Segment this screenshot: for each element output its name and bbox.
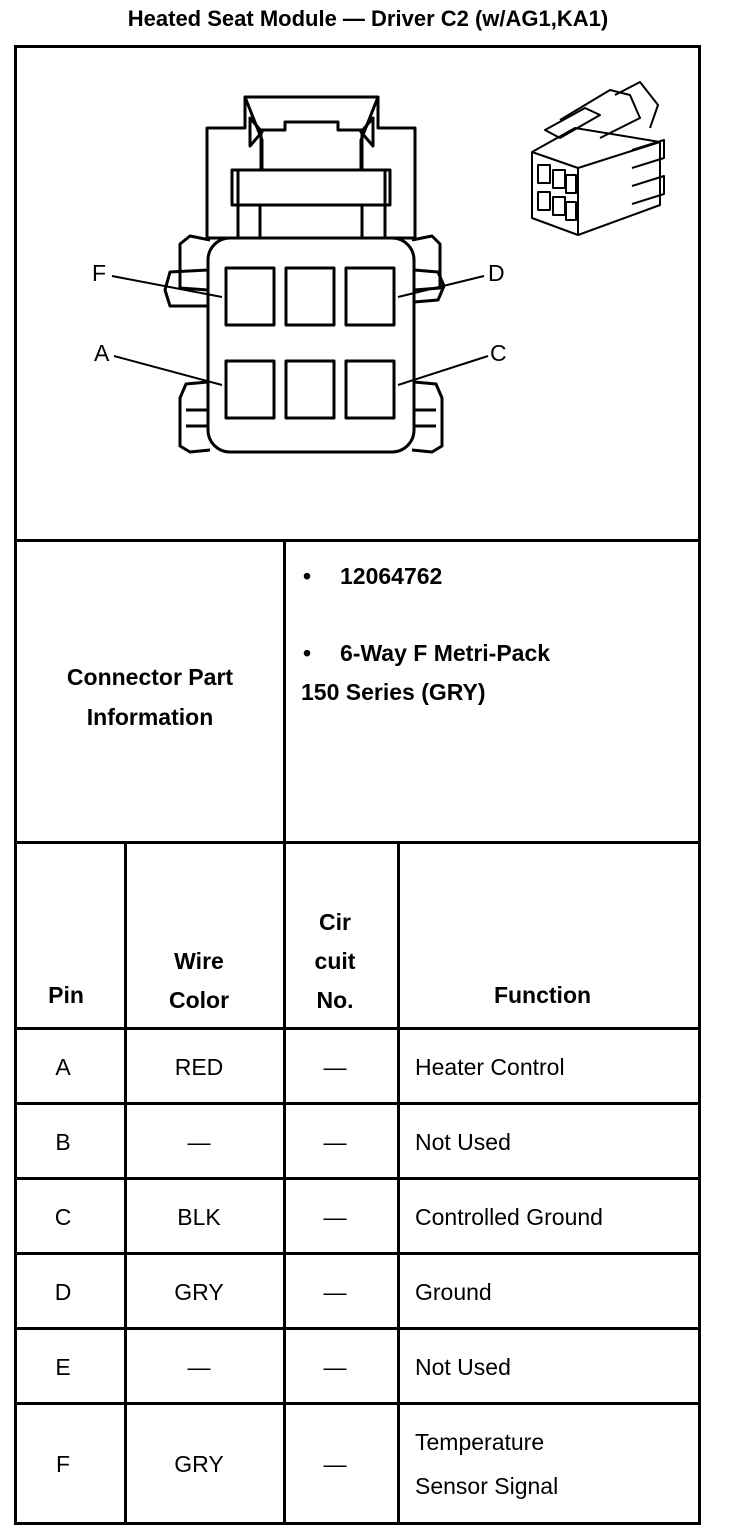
connector-isometric-icon: [531, 81, 665, 236]
divider-info: [14, 841, 701, 844]
table-cell-function: Heater Control: [415, 1054, 565, 1080]
table-cell-function-line2: Sensor Signal: [415, 1473, 559, 1499]
info-column-divider: [283, 539, 286, 1525]
frame-bottom: [14, 1522, 701, 1525]
header-wire-line2: Color: [168, 987, 230, 1013]
table-cell-pin: B: [55, 1129, 71, 1155]
header-circuit-no: Cir cuit No.: [286, 903, 384, 1020]
connector-info-label-line1: Connector Part: [66, 664, 234, 690]
pin-column-divider: [124, 841, 127, 1525]
header-circuit-line2: cuit: [314, 948, 356, 974]
pin-label-f: F: [92, 260, 107, 286]
frame-top: [14, 45, 701, 48]
table-cell-circuit: —: [323, 1054, 347, 1080]
divider-row: [14, 1177, 701, 1180]
pin-label-c: C: [490, 340, 507, 366]
frame-right: [698, 45, 701, 1525]
circuit-column-divider: [397, 841, 400, 1525]
connector-info-label: Connector Part Information: [17, 657, 283, 737]
table-cell-wire: —: [187, 1129, 211, 1155]
connector-face-diagram: [111, 95, 489, 454]
table-cell-circuit: —: [323, 1279, 347, 1305]
table-cell-wire: —: [187, 1354, 211, 1380]
table-cell-circuit: —: [323, 1204, 347, 1230]
header-function: Function: [493, 982, 592, 1008]
connector-description-line1: 6-Way F Metri-Pack: [340, 640, 551, 666]
bullet: •: [303, 563, 312, 589]
connector-info-label-line2: Information: [86, 704, 214, 730]
table-cell-wire: GRY: [174, 1451, 224, 1477]
table-cell-wire: RED: [174, 1054, 224, 1080]
table-cell-pin: C: [54, 1204, 72, 1230]
table-cell-wire: BLK: [177, 1204, 221, 1230]
table-cell-wire: GRY: [174, 1279, 224, 1305]
pin-label-d: D: [488, 260, 505, 286]
header-wire-line1: Wire: [174, 948, 224, 974]
connector-description-line2: 150 Series (GRY): [301, 679, 486, 705]
divider-header: [14, 1027, 701, 1030]
table-cell-circuit: —: [323, 1129, 347, 1155]
table-cell-pin: F: [55, 1451, 71, 1477]
table-cell-function: Controlled Ground: [415, 1204, 603, 1230]
divider-row: [14, 1402, 701, 1405]
pin-label-a: A: [94, 340, 110, 366]
table-cell-function: Not Used: [415, 1354, 511, 1380]
part-number: 12064762: [340, 563, 443, 589]
table-cell-circuit: —: [323, 1451, 347, 1477]
table-cell-function: Ground: [415, 1279, 492, 1305]
divider-diagram: [14, 539, 701, 542]
table-cell-circuit: —: [323, 1354, 347, 1380]
table-cell-pin: D: [54, 1279, 72, 1305]
table-cell-function: Temperature: [415, 1429, 545, 1455]
divider-row: [14, 1327, 701, 1330]
page-title: Heated Seat Module — Driver C2 (w/AG1,KA…: [127, 6, 609, 31]
header-circuit-line1: Cir: [319, 909, 351, 935]
header-pin: Pin: [48, 982, 84, 1008]
header-circuit-line3: No.: [316, 987, 354, 1013]
header-wire-color: Wire Color: [127, 942, 271, 1020]
table-cell-pin: E: [55, 1354, 71, 1380]
bullet: •: [303, 640, 312, 666]
table-cell-pin: A: [55, 1054, 71, 1080]
frame-left: [14, 45, 17, 1525]
divider-row: [14, 1252, 701, 1255]
divider-row: [14, 1102, 701, 1105]
table-cell-function: Not Used: [415, 1129, 511, 1155]
